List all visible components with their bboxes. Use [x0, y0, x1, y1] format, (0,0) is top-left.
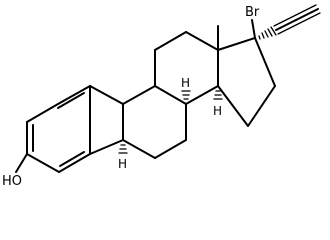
h8-label: H	[181, 76, 190, 90]
h9-label: H	[118, 157, 127, 171]
hydroxyl-bond	[15, 153, 28, 173]
ethynyl-group	[258, 4, 321, 40]
ring-a	[26, 85, 91, 173]
stereo-h-9: H	[118, 144, 128, 171]
bromine-label: Br	[245, 5, 260, 20]
hydroxyl-label: HO	[2, 174, 22, 189]
stereo-h-14: H	[213, 90, 223, 118]
h14-label: H	[213, 104, 222, 118]
ring-c	[154, 31, 219, 105]
molecule-structure: HO Br	[2, 4, 321, 189]
bromine-bond	[251, 19, 256, 39]
stereo-h-8: H	[181, 76, 191, 100]
ring-d	[217, 37, 276, 127]
ring-b	[89, 85, 187, 159]
